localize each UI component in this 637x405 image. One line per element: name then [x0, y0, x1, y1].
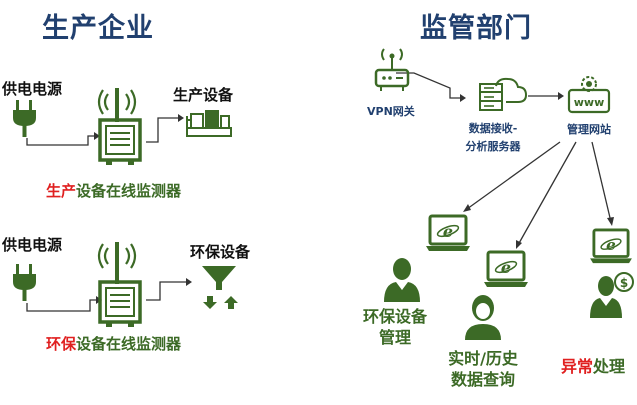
management-website-label: 管理网站 [567, 123, 611, 136]
user1-label-line2: 管理 [378, 328, 411, 347]
production-monitor-label: 生产设备在线监测器 [46, 180, 181, 201]
user3-label-suffix: 处理 [593, 357, 626, 376]
svg-text:e: e [501, 258, 511, 277]
production-monitor-prefix: 生产 [46, 182, 77, 200]
user-icon-2 [465, 295, 501, 340]
user1-label: 环保设备 管理 [352, 306, 438, 348]
user2-label-line1: 实时/历史 [448, 349, 518, 368]
monitor-device-icon-2 [97, 242, 142, 327]
vpn-router-icon [374, 48, 410, 91]
user2-label: 实时/历史 数据查询 [436, 348, 530, 390]
server-label-line2: 分析服务器 [465, 140, 521, 153]
svg-text:$: $ [620, 276, 628, 290]
server-label-line1: 数据接收- [468, 122, 518, 135]
server-cloud-icon [479, 77, 528, 111]
user3-label: 异常处理 [561, 353, 625, 377]
production-equipment-label: 生产设备 [173, 86, 234, 104]
power-source-label-1: 供电电源 [2, 80, 63, 98]
server-label: 数据接收- 分析服务器 [456, 120, 530, 156]
browser-laptop-icon-3: e [590, 228, 632, 264]
power-plug-icon-2 [13, 264, 36, 301]
power-source-label-2: 供电电源 [2, 236, 63, 254]
monitor-device-icon-1 [97, 88, 142, 165]
factory-machine-icon [186, 110, 232, 137]
svg-text:www: www [574, 96, 605, 109]
user3-label-prefix: 异常 [561, 357, 594, 376]
user1-label-line1: 环保设备 [362, 307, 427, 326]
environmental-monitor-suffix: 设备在线监测器 [76, 335, 182, 353]
user-icon-1 [384, 258, 420, 302]
finance-user-icon: $ [590, 272, 634, 318]
website-www-icon: www [567, 76, 611, 114]
right-section-title: 监管部门 [420, 13, 532, 44]
production-monitor-suffix: 设备在线监测器 [76, 182, 182, 200]
svg-text:e: e [443, 222, 453, 241]
browser-laptop-icon-2: e [484, 250, 528, 287]
filter-funnel-icon [202, 266, 238, 309]
browser-laptop-icon-1: e [426, 214, 470, 251]
svg-text:e: e [606, 236, 616, 254]
user2-label-line2: 数据查询 [450, 370, 515, 389]
left-section-title: 生产企业 [42, 13, 154, 44]
environmental-equipment-label: 环保设备 [190, 243, 251, 261]
power-plug-icon [13, 100, 36, 137]
vpn-gateway-label: VPN网关 [367, 105, 415, 118]
environmental-monitor-label: 环保设备在线监测器 [46, 333, 181, 354]
environmental-monitor-prefix: 环保 [46, 335, 77, 353]
